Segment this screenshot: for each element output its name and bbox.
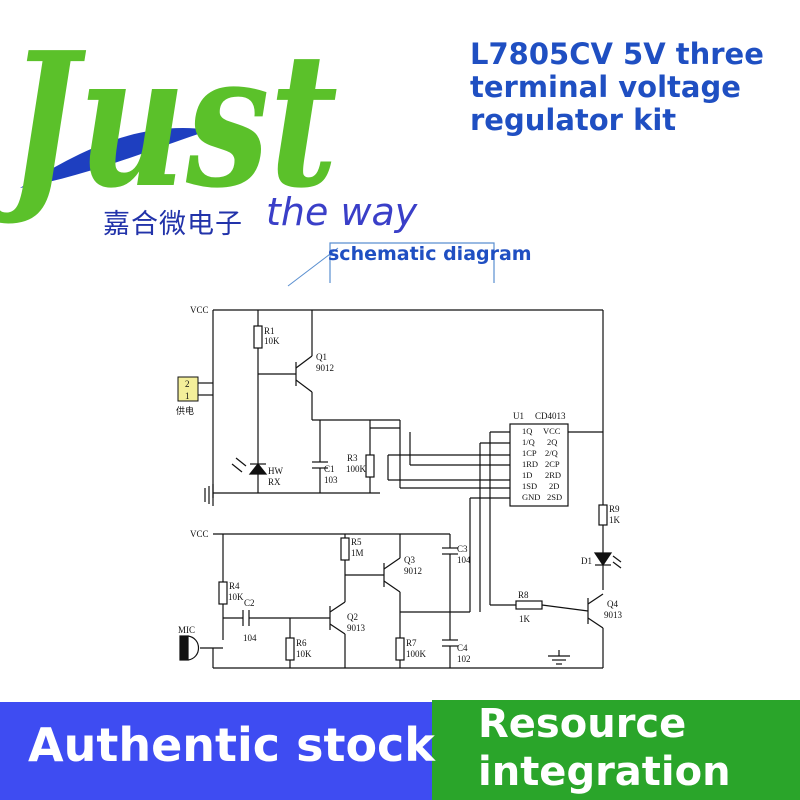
svg-text:供电: 供电	[176, 405, 194, 416]
svg-text:103: 103	[324, 475, 338, 485]
svg-text:R5: R5	[351, 537, 362, 547]
svg-text:10K: 10K	[228, 592, 244, 602]
resistor-r1	[253, 325, 263, 349]
resistor-r9	[598, 504, 608, 526]
ic-cd4013	[509, 423, 569, 507]
svg-text:10K: 10K	[296, 649, 312, 659]
banner-resource-integration	[432, 700, 800, 800]
svg-text:U1: U1	[513, 411, 524, 421]
svg-text:R7: R7	[406, 638, 417, 648]
svg-text:R9: R9	[609, 504, 620, 514]
svg-text:100K: 100K	[406, 649, 427, 659]
svg-text:HW: HW	[268, 466, 283, 476]
led-d1	[593, 552, 613, 567]
circuit-schematic: 2 1 供电 VCC VCC R1 10K Q1 9012 HW RX C1 1…	[176, 305, 623, 669]
logo-word: Just	[0, 11, 338, 229]
svg-text:C4: C4	[457, 643, 468, 653]
vcc-label-bottom: VCC	[190, 529, 209, 539]
svg-text:9013: 9013	[604, 610, 623, 620]
svg-text:D1: D1	[581, 556, 592, 566]
svg-text:C1: C1	[324, 464, 335, 474]
svg-text:1M: 1M	[351, 548, 364, 558]
svg-text:1Q: 1Q	[522, 426, 532, 436]
banner-left-text: Authentic stock	[28, 718, 435, 772]
vcc-label-top: VCC	[190, 305, 209, 315]
resistor-r6	[285, 637, 295, 661]
svg-text:R4: R4	[229, 581, 240, 591]
svg-text:100K: 100K	[346, 464, 367, 474]
svg-text:1K: 1K	[519, 614, 531, 624]
svg-text:104: 104	[243, 633, 257, 643]
schematic-label: schematic diagram	[328, 243, 532, 265]
svg-text:VCC: VCC	[543, 426, 561, 436]
svg-text:R3: R3	[347, 453, 358, 463]
resistor-r4	[218, 581, 228, 605]
brand-logo: Just	[0, 11, 338, 229]
svg-text:C2: C2	[244, 598, 255, 608]
svg-text:2D: 2D	[549, 481, 559, 491]
svg-text:Q2: Q2	[347, 612, 358, 622]
svg-text:Q4: Q4	[607, 599, 618, 609]
microphone	[179, 635, 189, 661]
svg-text:Q3: Q3	[404, 555, 415, 565]
svg-text:1K: 1K	[609, 515, 621, 525]
svg-text:2Q: 2Q	[547, 437, 557, 447]
svg-text:2: 2	[185, 379, 190, 389]
schematic-label-frame	[287, 242, 495, 287]
svg-text:2SD: 2SD	[547, 492, 562, 502]
svg-text:2RD: 2RD	[545, 470, 561, 480]
svg-text:1CP: 1CP	[522, 448, 537, 458]
svg-text:C3: C3	[457, 544, 468, 554]
svg-text:102: 102	[457, 654, 471, 664]
svg-text:CD4013: CD4013	[535, 411, 566, 421]
svg-text:10K: 10K	[264, 336, 280, 346]
resistor-r5	[340, 537, 350, 561]
svg-text:1SD: 1SD	[522, 481, 537, 491]
svg-text:Q1: Q1	[316, 352, 327, 362]
svg-text:2CP: 2CP	[545, 459, 560, 469]
svg-text:MIC: MIC	[178, 625, 195, 635]
brand-slogan: the way	[266, 190, 418, 234]
svg-text:R1: R1	[264, 326, 275, 336]
ir-receiver-hw	[248, 463, 268, 475]
svg-text:RX: RX	[268, 477, 281, 487]
resistor-r8	[515, 600, 543, 610]
logo-swoosh	[20, 128, 210, 188]
svg-text:R8: R8	[518, 590, 529, 600]
svg-text:1D: 1D	[522, 470, 532, 480]
resistor-r3	[365, 454, 375, 478]
svg-text:1/Q: 1/Q	[522, 437, 535, 447]
svg-text:2/Q: 2/Q	[545, 448, 558, 458]
svg-text:9012: 9012	[316, 363, 334, 373]
svg-text:R6: R6	[296, 638, 307, 648]
svg-text:1: 1	[185, 391, 190, 401]
resistor-r7	[395, 637, 405, 661]
banner-authentic-stock	[0, 702, 432, 800]
svg-text:9012: 9012	[404, 566, 422, 576]
power-connector	[177, 376, 199, 402]
banner-right-text: Resource integration	[478, 701, 731, 795]
svg-text:GND: GND	[522, 492, 540, 502]
svg-text:1RD: 1RD	[522, 459, 538, 469]
brand-chinese-name: 嘉合微电子	[103, 209, 243, 240]
product-title: L7805CV 5V three terminal voltage regula…	[470, 37, 764, 137]
svg-text:9013: 9013	[347, 623, 366, 633]
svg-text:104: 104	[457, 555, 471, 565]
